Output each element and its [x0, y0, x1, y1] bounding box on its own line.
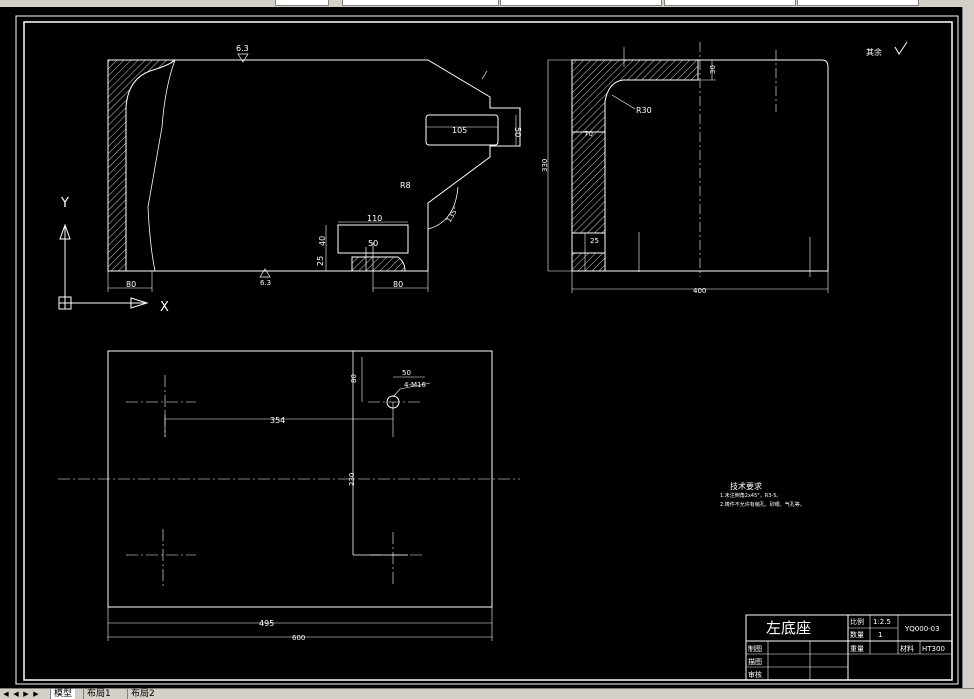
dim-side-25: 25 — [590, 237, 599, 245]
dim-angle: 135° — [445, 205, 460, 224]
title-drawing-no: YQ000-03 — [904, 625, 940, 633]
title-block-part-name: 左底座 — [766, 619, 811, 637]
dim-plan-230: 230 — [348, 473, 356, 486]
dim-plan-M16: 4-M16 — [404, 381, 426, 389]
dim-plan-50: 50 — [402, 369, 411, 377]
layout-tab-bar: ◀ ◀ ▶ ▶ 模型 布局1 布局2 — [0, 688, 974, 699]
side-view-outline — [571, 59, 829, 272]
inner-frame — [23, 21, 953, 681]
dim-side-330: 330 — [541, 159, 549, 172]
dim-side-70: 70 — [584, 130, 593, 138]
title-weight-label: 重量 — [850, 645, 864, 653]
title-block — [745, 614, 953, 681]
toolbar-color-field[interactable] — [797, 0, 919, 6]
dim-roughness-top: 6.3 — [236, 44, 249, 53]
title-review-label: 审核 — [748, 670, 762, 679]
title-material-label: 材料 — [900, 644, 914, 653]
toolbar-dropdown[interactable] — [275, 0, 329, 6]
roughness-note: 其余 — [866, 47, 882, 57]
toolbar-lineweight-field[interactable] — [664, 0, 796, 6]
dim-side-30: 30 — [709, 65, 717, 74]
dim-80-right: 80 — [393, 280, 403, 289]
toolbar-layer-field[interactable] — [342, 0, 499, 6]
dim-plan-600: 600 — [292, 634, 305, 642]
break-line — [147, 59, 176, 272]
dim-side-R30: R30 — [636, 106, 652, 115]
title-draw-label: 制图 — [748, 644, 762, 653]
next-tab-arrow-icon[interactable]: ▶ — [23, 690, 29, 698]
outer-frame — [15, 15, 959, 685]
axis-x-label: X — [160, 300, 169, 315]
dim-plan-354: 354 — [270, 416, 285, 425]
dim-plan-80: 80 — [350, 374, 358, 383]
title-count-label: 数量 — [850, 630, 864, 639]
vertical-scrollbar[interactable] — [962, 7, 974, 688]
ucs-icon — [58, 223, 149, 310]
dim-foot-top: 110 — [367, 214, 382, 223]
prev-tab-arrow-icon[interactable]: ◀ — [13, 690, 19, 698]
title-material-value: HT300 — [922, 645, 945, 653]
title-ratio-label: 比例 — [850, 617, 864, 626]
tech-line2: 2.铸件不允许有缩孔、砂眼、气孔等。 — [720, 501, 805, 508]
dim-25: 25 — [316, 256, 325, 266]
plan-view — [58, 350, 520, 641]
top-toolbar — [0, 0, 974, 7]
dim-40: 40 — [318, 236, 327, 246]
dim-R8: R8 — [400, 181, 411, 190]
dim-80-left: 80 — [126, 280, 136, 289]
dim-foot-width: 50 — [368, 239, 378, 248]
tech-line1: 1.未注倒角2x45°，R3-5。 — [720, 492, 781, 499]
dim-roughness-bottom: 6.3 — [260, 279, 271, 287]
last-tab-arrow-icon[interactable]: ▶ — [33, 690, 39, 698]
tab-layout2[interactable]: 布局2 — [127, 689, 158, 699]
title-check-label: 描图 — [748, 657, 762, 666]
front-view-outline — [107, 59, 521, 272]
first-tab-arrow-icon[interactable]: ◀ — [3, 690, 9, 698]
axis-y-label: Y — [60, 196, 69, 211]
side-view — [547, 42, 829, 293]
title-count-value: 1 — [878, 631, 882, 639]
dim-side-400: 400 — [693, 287, 706, 295]
cad-drawing-canvas[interactable]: 6.3 6.3 105 50 110 50 40 25 80 80 R8 135… — [0, 7, 962, 688]
front-view — [107, 53, 521, 292]
foot-hatch — [351, 256, 406, 272]
tab-layout1[interactable]: 布局1 — [83, 689, 114, 699]
dim-slot-width: 105 — [452, 126, 467, 135]
tab-model[interactable]: 模型 — [50, 689, 76, 699]
front-view-hatch — [107, 59, 177, 272]
title-ratio-value: 1:2.5 — [873, 618, 891, 626]
tech-title: 技术要求 — [730, 481, 762, 491]
dim-slot-height: 50 — [513, 127, 522, 137]
slot — [425, 114, 499, 146]
roughness-check-icon — [894, 41, 908, 55]
toolbar-linetype-field[interactable] — [500, 0, 662, 6]
side-view-hatch-top — [571, 59, 699, 272]
dim-plan-495: 495 — [259, 619, 274, 628]
